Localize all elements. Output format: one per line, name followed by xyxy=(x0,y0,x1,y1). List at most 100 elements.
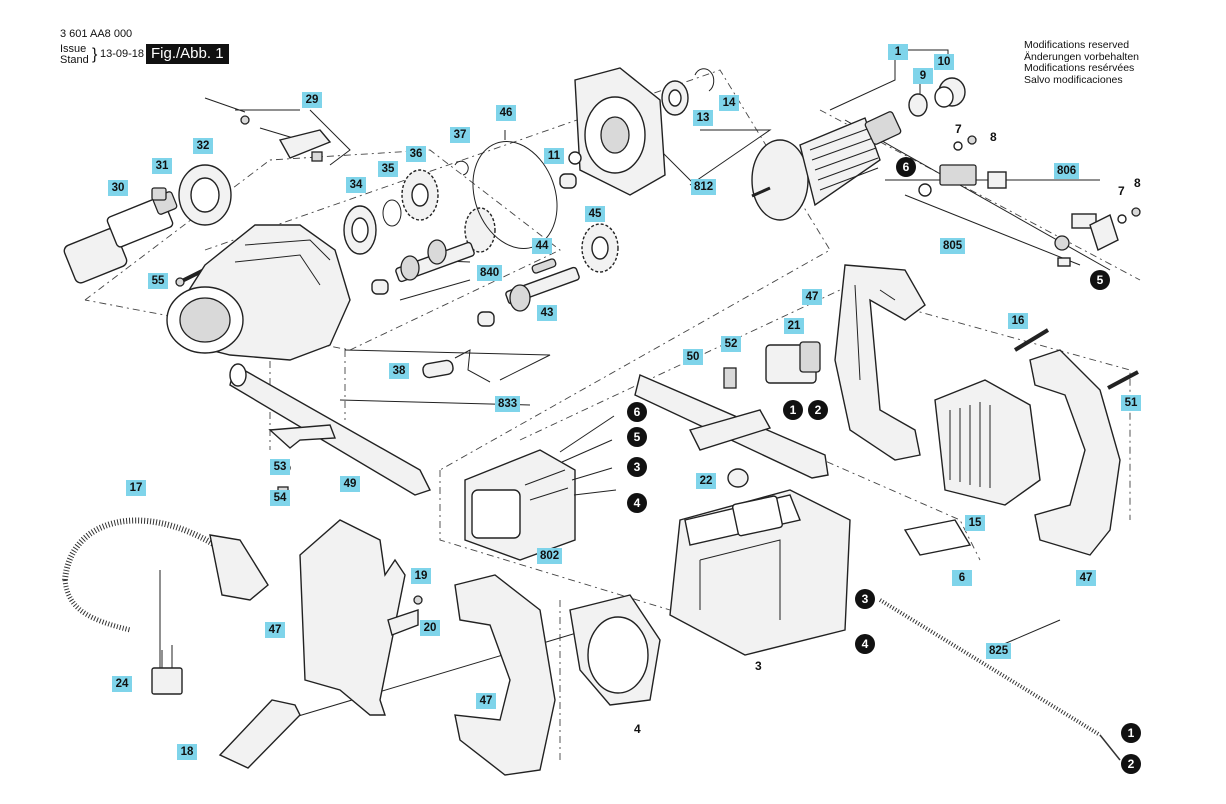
handle-bar-50 xyxy=(634,374,829,479)
handle-47-lower xyxy=(454,574,556,776)
callout-7: 7 xyxy=(955,122,962,136)
callout-52: 52 xyxy=(721,336,741,352)
callout-1: 1 xyxy=(888,44,908,60)
label-6 xyxy=(903,519,972,556)
note-line: Modifications reserved xyxy=(1024,39,1130,51)
bushing xyxy=(477,311,495,327)
callout-47: 47 xyxy=(802,289,822,305)
screw-52 xyxy=(723,367,737,389)
modification-notes: Modifications reserved Änderungen vorbeh… xyxy=(1024,39,1140,86)
callout-13: 13 xyxy=(693,110,713,126)
callout-10: 10 xyxy=(934,54,954,70)
callout-18: 18 xyxy=(177,744,197,760)
handle-47-right xyxy=(834,264,926,461)
screw-16 xyxy=(1013,328,1050,352)
callout-47: 47 xyxy=(265,622,285,638)
callout-6: 6 xyxy=(952,570,972,586)
key-44 xyxy=(531,258,557,274)
motor-housing-3 xyxy=(669,489,851,656)
callout-812: 812 xyxy=(691,179,717,195)
callout-14: 14 xyxy=(719,95,739,111)
stator-wires xyxy=(559,415,617,496)
wire-marker-5: 5 xyxy=(627,427,647,447)
callout-16: 16 xyxy=(1008,313,1028,329)
gear-housing xyxy=(166,224,351,361)
gear-36 xyxy=(401,169,439,221)
power-cord-17 xyxy=(62,517,269,633)
callout-3: 3 xyxy=(755,659,762,673)
wire-marker-1: 1 xyxy=(1121,723,1141,743)
callout-19: 19 xyxy=(411,568,431,584)
armature xyxy=(751,111,902,221)
gear-45 xyxy=(581,223,619,273)
grommet-22 xyxy=(727,468,749,488)
callout-22: 22 xyxy=(696,473,716,489)
callout-47: 47 xyxy=(476,693,496,709)
key xyxy=(151,187,167,201)
callout-47: 47 xyxy=(1076,570,1096,586)
callout-36: 36 xyxy=(406,146,426,162)
callout-17: 17 xyxy=(126,480,146,496)
wire-marker-2: 2 xyxy=(808,400,828,420)
circlip-14 xyxy=(694,68,715,92)
bearing-34 xyxy=(343,205,377,255)
screw-19 xyxy=(413,595,423,605)
callout-51: 51 xyxy=(1121,395,1141,411)
bearing-10 xyxy=(934,77,966,108)
screw-8 xyxy=(967,135,977,145)
spindle xyxy=(63,191,178,284)
callout-4: 4 xyxy=(634,722,641,736)
plug-24 xyxy=(151,645,183,695)
issue-label: Issue xyxy=(60,43,87,55)
callout-45: 45 xyxy=(585,206,605,222)
brush-holder-805 xyxy=(918,164,1119,267)
callout-8: 8 xyxy=(1134,176,1141,190)
housing-ring-4 xyxy=(569,594,661,706)
callout-49: 49 xyxy=(340,476,360,492)
wire-marker-3: 3 xyxy=(855,589,875,609)
bearing-32 xyxy=(178,164,232,226)
bracket-20 xyxy=(387,609,419,636)
callout-31: 31 xyxy=(152,158,172,174)
bearing-flange-812 xyxy=(574,67,666,196)
bushing xyxy=(371,279,389,295)
handle-47-center xyxy=(299,519,406,716)
circlip-37 xyxy=(454,160,469,176)
end-cover-15 xyxy=(934,379,1041,506)
figure-label: Fig./Abb. 1 xyxy=(146,44,229,64)
wire-marker-1: 1 xyxy=(783,400,803,420)
note-line: Salvo modificaciones xyxy=(1024,73,1123,86)
bearing-13 xyxy=(661,80,689,116)
part-number: 3 601 AA8 000 xyxy=(60,28,133,40)
callout-29: 29 xyxy=(302,92,322,108)
callout-802: 802 xyxy=(537,548,563,564)
bushing xyxy=(559,173,577,189)
side-handle-18 xyxy=(218,699,301,769)
screw-51 xyxy=(1107,370,1139,390)
callout-8: 8 xyxy=(990,130,997,144)
callout-825: 825 xyxy=(986,643,1012,659)
issue-date: 13-09-18 xyxy=(100,48,145,60)
callout-43: 43 xyxy=(537,305,557,321)
callout-32: 32 xyxy=(193,138,213,154)
shaft-43 xyxy=(505,266,580,312)
cable-825 xyxy=(878,598,1121,761)
callout-50: 50 xyxy=(683,349,703,365)
brace: } xyxy=(92,46,98,63)
bearing-9 xyxy=(908,93,928,117)
callout-38: 38 xyxy=(389,363,409,379)
washer-11 xyxy=(568,151,582,165)
callout-833: 833 xyxy=(495,396,521,412)
callout-840: 840 xyxy=(477,265,503,281)
wire-marker-3: 3 xyxy=(627,457,647,477)
callout-35: 35 xyxy=(378,161,398,177)
field-stator-802 xyxy=(464,449,576,561)
pin-38 xyxy=(422,349,491,383)
washer-7 xyxy=(1117,214,1127,224)
handle-47-loop xyxy=(1029,349,1121,556)
washer-7 xyxy=(953,141,963,151)
note-line: Änderungen vorbehalten xyxy=(1024,50,1140,63)
callout-20: 20 xyxy=(420,620,440,636)
callout-9: 9 xyxy=(913,68,933,84)
